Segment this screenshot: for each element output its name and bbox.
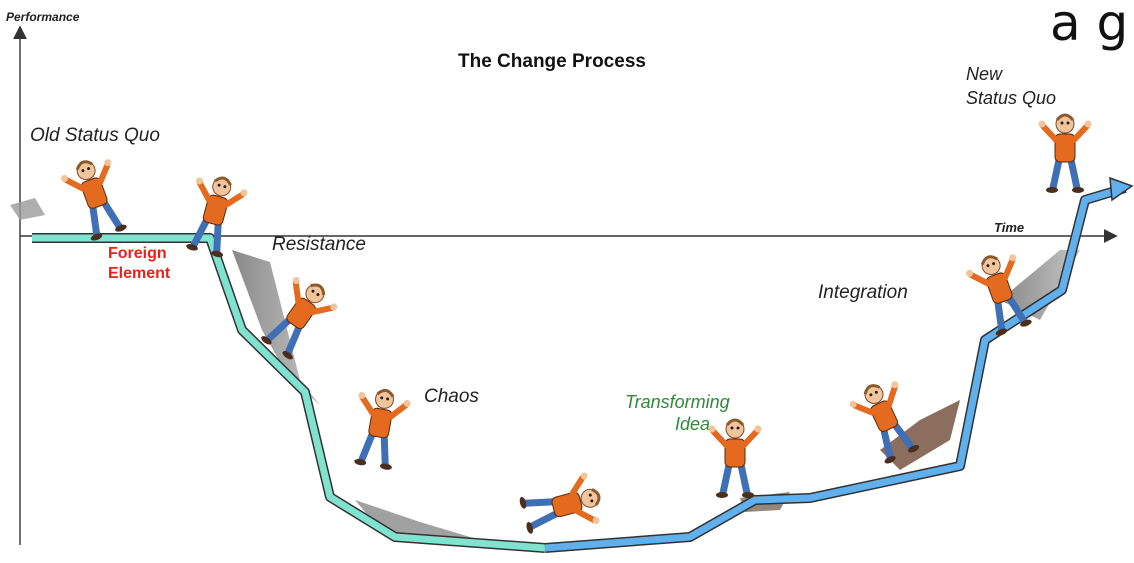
person-climbing-icon bbox=[965, 254, 1032, 336]
person-climbing-icon bbox=[849, 381, 920, 464]
corner-text: a g bbox=[1050, 0, 1128, 52]
transforming-idea-label-line2: Idea bbox=[675, 414, 710, 434]
person-lying-icon bbox=[519, 472, 601, 534]
new-status-quo-label-line2: Status Quo bbox=[966, 88, 1056, 108]
transforming-idea-label-line1: Transforming bbox=[625, 392, 730, 412]
integration-label: Integration bbox=[818, 282, 908, 303]
cliff-shading bbox=[10, 198, 1080, 545]
figures-layer bbox=[60, 113, 1092, 534]
resistance-label: Resistance bbox=[272, 234, 366, 255]
old-status-quo-label: Old Status Quo bbox=[30, 125, 160, 146]
foreign-element-label-line1: Foreign bbox=[108, 245, 167, 262]
person-falling-icon bbox=[261, 277, 338, 360]
foreign-element-label-line2: Element bbox=[108, 265, 171, 282]
person-standing-icon bbox=[1038, 113, 1092, 193]
chaos-label: Chaos bbox=[424, 386, 479, 407]
y-axis-label: Performance bbox=[6, 10, 80, 24]
person-hanging-icon bbox=[354, 388, 411, 470]
arrow-head-icon bbox=[1109, 176, 1134, 202]
new-status-quo-label-line1: New bbox=[966, 64, 1003, 84]
person-stumbling-icon bbox=[186, 176, 248, 258]
person-surprised-icon bbox=[708, 418, 762, 498]
person-running-icon bbox=[60, 159, 127, 241]
diagram-title: The Change Process bbox=[458, 51, 646, 72]
x-axis-label: Time bbox=[994, 220, 1024, 235]
